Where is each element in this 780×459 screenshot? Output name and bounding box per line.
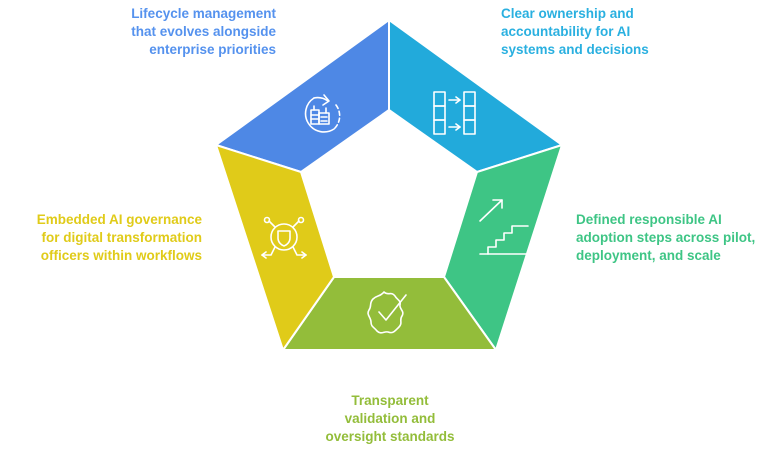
label-line: validation and: [344, 411, 436, 426]
label-line: Clear ownership and: [501, 6, 634, 21]
label-line: accountability for AI: [501, 24, 631, 39]
label-line: officers within workflows: [40, 248, 202, 263]
label-line: deployment, and scale: [576, 248, 721, 263]
label-validation: Transparent validation and oversight sta…: [310, 392, 470, 446]
label-lifecycle: Lifecycle management that evolves alongs…: [80, 5, 276, 59]
stairs-arrow-icon: [479, 199, 529, 255]
transfer-grid-icon: [433, 91, 476, 135]
label-line: adoption steps across pilot,: [576, 230, 756, 245]
label-line: systems and decisions: [501, 42, 649, 57]
label-governance: Embedded AI governance for digital trans…: [18, 211, 202, 265]
refresh-document-icon: [304, 94, 341, 133]
badge-check-icon: [367, 291, 407, 334]
label-line: oversight standards: [325, 429, 455, 444]
label-ownership: Clear ownership and accountability for A…: [501, 5, 701, 59]
label-line: Transparent: [351, 393, 429, 408]
label-line: Defined responsible AI: [576, 212, 722, 227]
label-line: for digital transformation: [41, 230, 202, 245]
label-adoption: Defined responsible AI adoption steps ac…: [576, 211, 776, 265]
label-line: that evolves alongside: [131, 24, 276, 39]
label-line: enterprise priorities: [149, 42, 276, 57]
label-line: Embedded AI governance: [36, 212, 202, 227]
shield-network-icon: [261, 216, 307, 259]
label-line: Lifecycle management: [131, 6, 276, 21]
